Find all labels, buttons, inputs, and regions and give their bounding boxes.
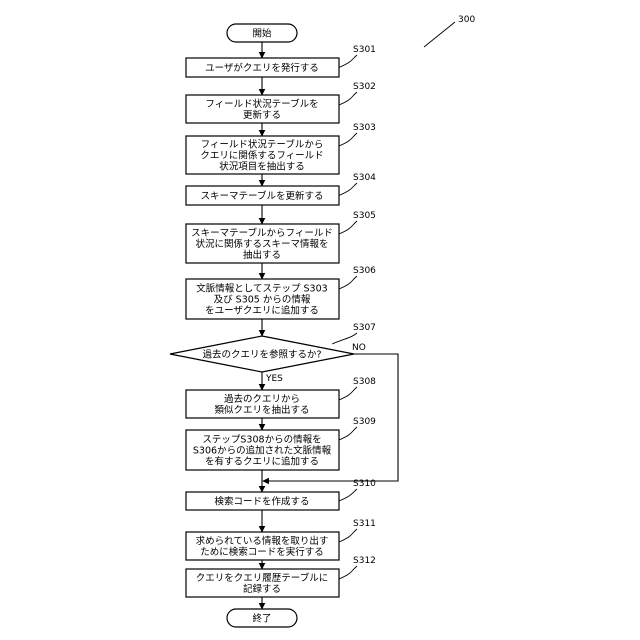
step-text-s306-line-1: 文脈情報としてステップ S303 [196, 283, 327, 295]
step-text-s307-line-1: 過去のクエリを参照するか? [202, 349, 321, 361]
step-text-s309-line-1: ステップS308からの情報を [202, 434, 321, 446]
step-id-leader-s301 [339, 55, 357, 68]
step-text-s312-line-2: 記録する [243, 583, 281, 595]
end-label: 終了 [252, 613, 271, 625]
step-text-s311-line-2: ために検索コードを実行する [200, 546, 324, 558]
step-text-s312-line-1: クエリをクエリ履歴テーブルに [196, 572, 328, 584]
figure-label-leader [424, 22, 455, 47]
step-text-s306-line-2: 及び S305 からの情報 [214, 294, 311, 306]
flowchart-edges [262, 42, 398, 609]
step-id-leader-s303 [339, 133, 357, 146]
step-id-s308: S308 [353, 377, 376, 387]
step-text-s311-line-1: 求められている情報を取り出す [196, 535, 329, 547]
yes-branch-label: YES [265, 374, 283, 384]
step-text-s308-line-1: 過去のクエリから [224, 393, 300, 405]
step-id-s305: S305 [353, 211, 376, 221]
step-text-s309-line-3: を有するクエリに追加する [205, 456, 319, 468]
step-text-s308-line-2: 類似クエリを抽出する [214, 404, 309, 416]
step-id-leader-s304 [339, 183, 357, 196]
step-id-leader-s302 [339, 92, 357, 105]
step-text-s310-line-1: 検索コードを作成する [214, 496, 309, 508]
step-id-s301: S301 [353, 45, 376, 55]
step-id-s303: S303 [353, 123, 376, 133]
step-text-s305-line-3: 抽出する [243, 249, 281, 261]
step-id-leader-s310 [339, 489, 357, 501]
step-id-s307: S307 [353, 323, 376, 333]
step-id-s309: S309 [353, 417, 376, 427]
step-text-s301-line-1: ユーザがクエリを発行する [205, 62, 319, 74]
start-label: 開始 [252, 28, 272, 40]
step-text-s304-line-1: スキーマテーブルを更新する [201, 190, 324, 202]
no-branch-label: NO [352, 343, 366, 353]
step-text-s309-line-2: S306からの追加された文脈情報 [193, 445, 332, 457]
step-id-leader-s311 [339, 529, 357, 542]
step-text-s302-line-2: 更新する [243, 109, 281, 121]
step-text-s305-line-2: 状況に関係するスキーマ情報を [195, 238, 328, 250]
step-text-s303-line-3: 状況項目を抽出する [219, 161, 305, 173]
step-text-s303-line-2: クエリに関係するフィールド [200, 151, 323, 162]
flowchart-nodes: ユーザがクエリを発行する S301 フィールド状況テーブルを更新する S302 フィール… [170, 45, 376, 597]
step-text-s302-line-1: フィールド状況テーブルを [205, 98, 318, 110]
step-id-s304: S304 [353, 173, 376, 183]
step-text-s303-line-1: フィールド状況テーブルから [201, 139, 324, 151]
figure-label: 300 [458, 15, 475, 25]
step-id-s312: S312 [353, 556, 376, 566]
step-text-s305-line-1: スキーマテーブルからフィールド [191, 227, 333, 239]
step-id-s302: S302 [353, 82, 376, 92]
step-id-s306: S306 [353, 266, 376, 276]
step-text-s306-line-3: をユーザクエリに追加する [205, 305, 319, 317]
step-id-leader-s308 [339, 387, 357, 400]
step-id-leader-s312 [339, 566, 357, 579]
step-id-leader-s309 [339, 427, 357, 440]
step-id-s311: S311 [353, 519, 376, 529]
step-id-leader-s306 [339, 276, 357, 289]
step-id-leader-s305 [339, 221, 357, 234]
